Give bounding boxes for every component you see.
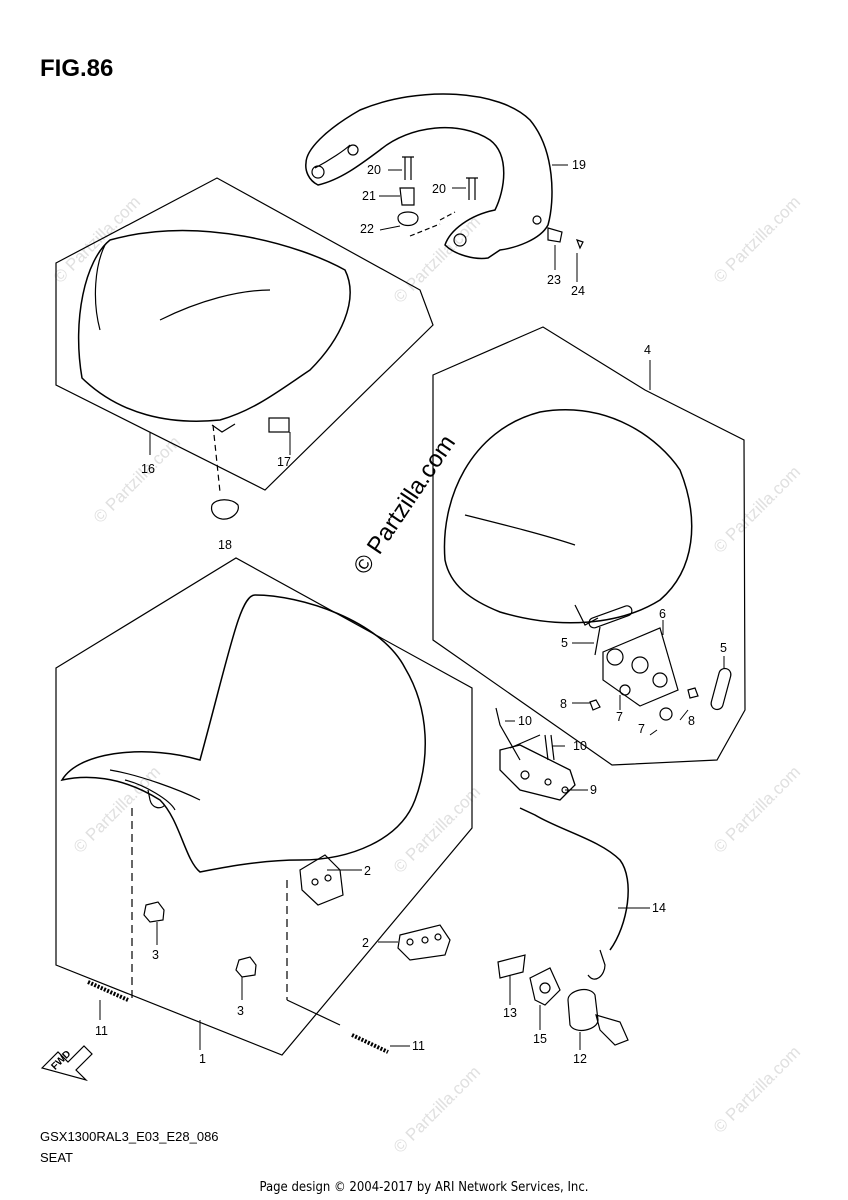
part-label-23[interactable]: 23: [547, 273, 561, 287]
grab-rail: [305, 93, 553, 260]
part-label-10a[interactable]: 10: [518, 714, 532, 728]
part-label-14[interactable]: 14: [652, 901, 666, 915]
part-label-1[interactable]: 1: [199, 1052, 206, 1066]
part-label-10b[interactable]: 10: [573, 739, 587, 753]
part-label-15[interactable]: 15: [533, 1032, 547, 1046]
diagram-code: GSX1300RAL3_E03_E28_086: [40, 1129, 219, 1144]
part-label-8a[interactable]: 8: [560, 697, 567, 711]
part-label-3a[interactable]: 3: [152, 948, 159, 962]
rear-seat-cover-group: [55, 177, 434, 520]
part-label-17[interactable]: 17: [277, 455, 291, 469]
leader-lines: [99, 164, 725, 1050]
page-footer: Page design © 2004-2017 by ARI Network S…: [259, 1180, 589, 1195]
part-label-11b[interactable]: 11: [412, 1039, 425, 1053]
part-label-8b[interactable]: 8: [688, 714, 695, 728]
part-label-4[interactable]: 4: [644, 343, 651, 357]
part-label-7a[interactable]: 7: [616, 710, 623, 724]
part-label-20a[interactable]: 20: [367, 163, 381, 177]
fwd-arrow: [40, 1045, 93, 1082]
passenger-seat-group: [432, 326, 746, 766]
part-label-2a[interactable]: 2: [364, 864, 371, 878]
part-label-18[interactable]: 18: [218, 538, 232, 552]
diagram-title: SEAT: [40, 1150, 73, 1165]
part-label-6[interactable]: 6: [659, 607, 666, 621]
part-label-3b[interactable]: 3: [237, 1004, 244, 1018]
part-label-12[interactable]: 12: [573, 1052, 587, 1066]
part-label-24[interactable]: 24: [571, 284, 585, 298]
part-label-2b[interactable]: 2: [362, 936, 369, 950]
figure-label: FIG.86: [40, 55, 114, 82]
part-label-16[interactable]: 16: [141, 462, 155, 476]
part-label-5b[interactable]: 5: [720, 641, 727, 655]
part-label-22[interactable]: 22: [360, 222, 374, 236]
part-label-19[interactable]: 19: [572, 158, 586, 172]
part-label-13[interactable]: 13: [503, 1006, 517, 1020]
part-label-20b[interactable]: 20: [432, 182, 446, 196]
part-label-5a[interactable]: 5: [561, 636, 568, 650]
part-label-7b[interactable]: 7: [638, 722, 645, 736]
part-label-9[interactable]: 9: [590, 783, 597, 797]
part-label-21[interactable]: 21: [362, 189, 376, 203]
part-label-11a[interactable]: 11: [95, 1024, 108, 1038]
hardware-parts: [397, 156, 629, 1046]
main-seat-group: [55, 557, 473, 1056]
